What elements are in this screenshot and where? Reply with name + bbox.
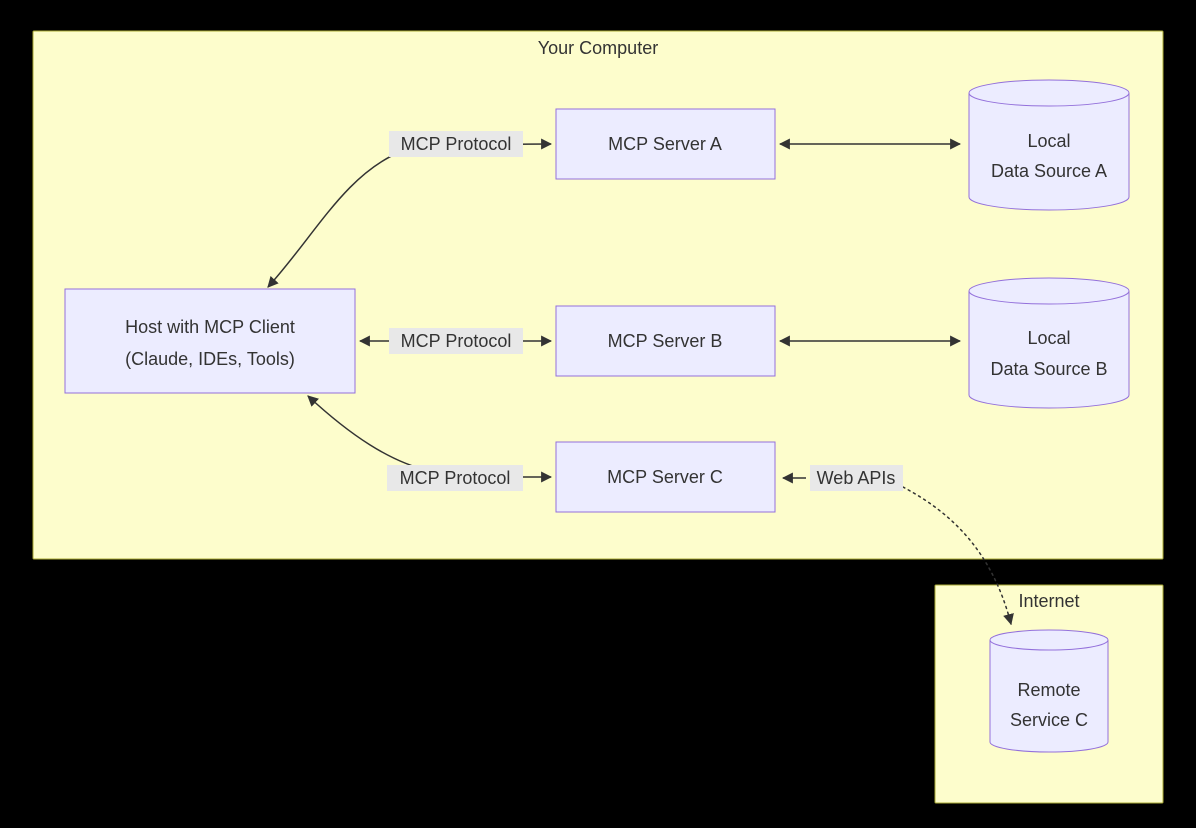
remote-service-c-line1: Remote	[1017, 680, 1080, 700]
edge-webapis-to-remote-service	[902, 486, 1014, 626]
mcp-protocol-label-a: MCP Protocol	[401, 134, 512, 154]
mcp-server-b-node: MCP Server B	[555, 305, 776, 377]
cylinder-body	[989, 640, 1109, 753]
host-box	[64, 288, 356, 394]
mcp-server-a-box	[555, 108, 776, 180]
remote-service-c-node: Remote Service C	[989, 629, 1109, 753]
host-label-line2: (Claude, IDEs, Tools)	[125, 349, 295, 369]
host-node: Host with MCP Client (Claude, IDEs, Tool…	[64, 288, 356, 394]
edge-label-bg	[387, 465, 523, 491]
edge-label-protocol-a: MCP Protocol	[389, 131, 523, 157]
edge-label-protocol-b: MCP Protocol	[389, 328, 523, 354]
local-data-source-b-line2: Data Source B	[990, 359, 1107, 379]
mcp-protocol-label-c: MCP Protocol	[400, 468, 511, 488]
mcp-server-b-label: MCP Server B	[608, 331, 723, 351]
mcp-server-a-label: MCP Server A	[608, 134, 722, 154]
mcp-server-c-node: MCP Server C	[555, 441, 776, 513]
cylinder-body	[968, 291, 1130, 409]
local-data-source-a-line1: Local	[1027, 131, 1070, 151]
mcp-protocol-label-b: MCP Protocol	[401, 331, 512, 351]
host-label-line1: Host with MCP Client	[125, 317, 295, 337]
edge-label-web-apis: Web APIs	[810, 465, 903, 491]
cylinder-body	[968, 93, 1130, 211]
mcp-server-b-box	[555, 305, 776, 377]
cylinder-top	[968, 277, 1130, 305]
your-computer-label: Your Computer	[538, 38, 658, 58]
web-apis-label: Web APIs	[817, 468, 896, 488]
mcp-server-c-label: MCP Server C	[607, 467, 723, 487]
local-data-source-b-node: Local Data Source B	[968, 277, 1130, 409]
edge-label-protocol-c: MCP Protocol	[387, 465, 523, 491]
local-data-source-b-line1: Local	[1027, 328, 1070, 348]
edge-label-bg	[389, 328, 523, 354]
mcp-server-a-node: MCP Server A	[555, 108, 776, 180]
local-data-source-a-line2: Data Source A	[991, 161, 1107, 181]
cylinder-top	[968, 79, 1130, 107]
edge-label-bg	[810, 465, 903, 491]
mcp-server-c-box	[555, 441, 776, 513]
cylinder-top	[989, 629, 1109, 651]
edge-label-bg	[389, 131, 523, 157]
remote-service-c-line2: Service C	[1010, 710, 1088, 730]
local-data-source-a-node: Local Data Source A	[968, 79, 1130, 211]
internet-label: Internet	[1018, 591, 1079, 611]
